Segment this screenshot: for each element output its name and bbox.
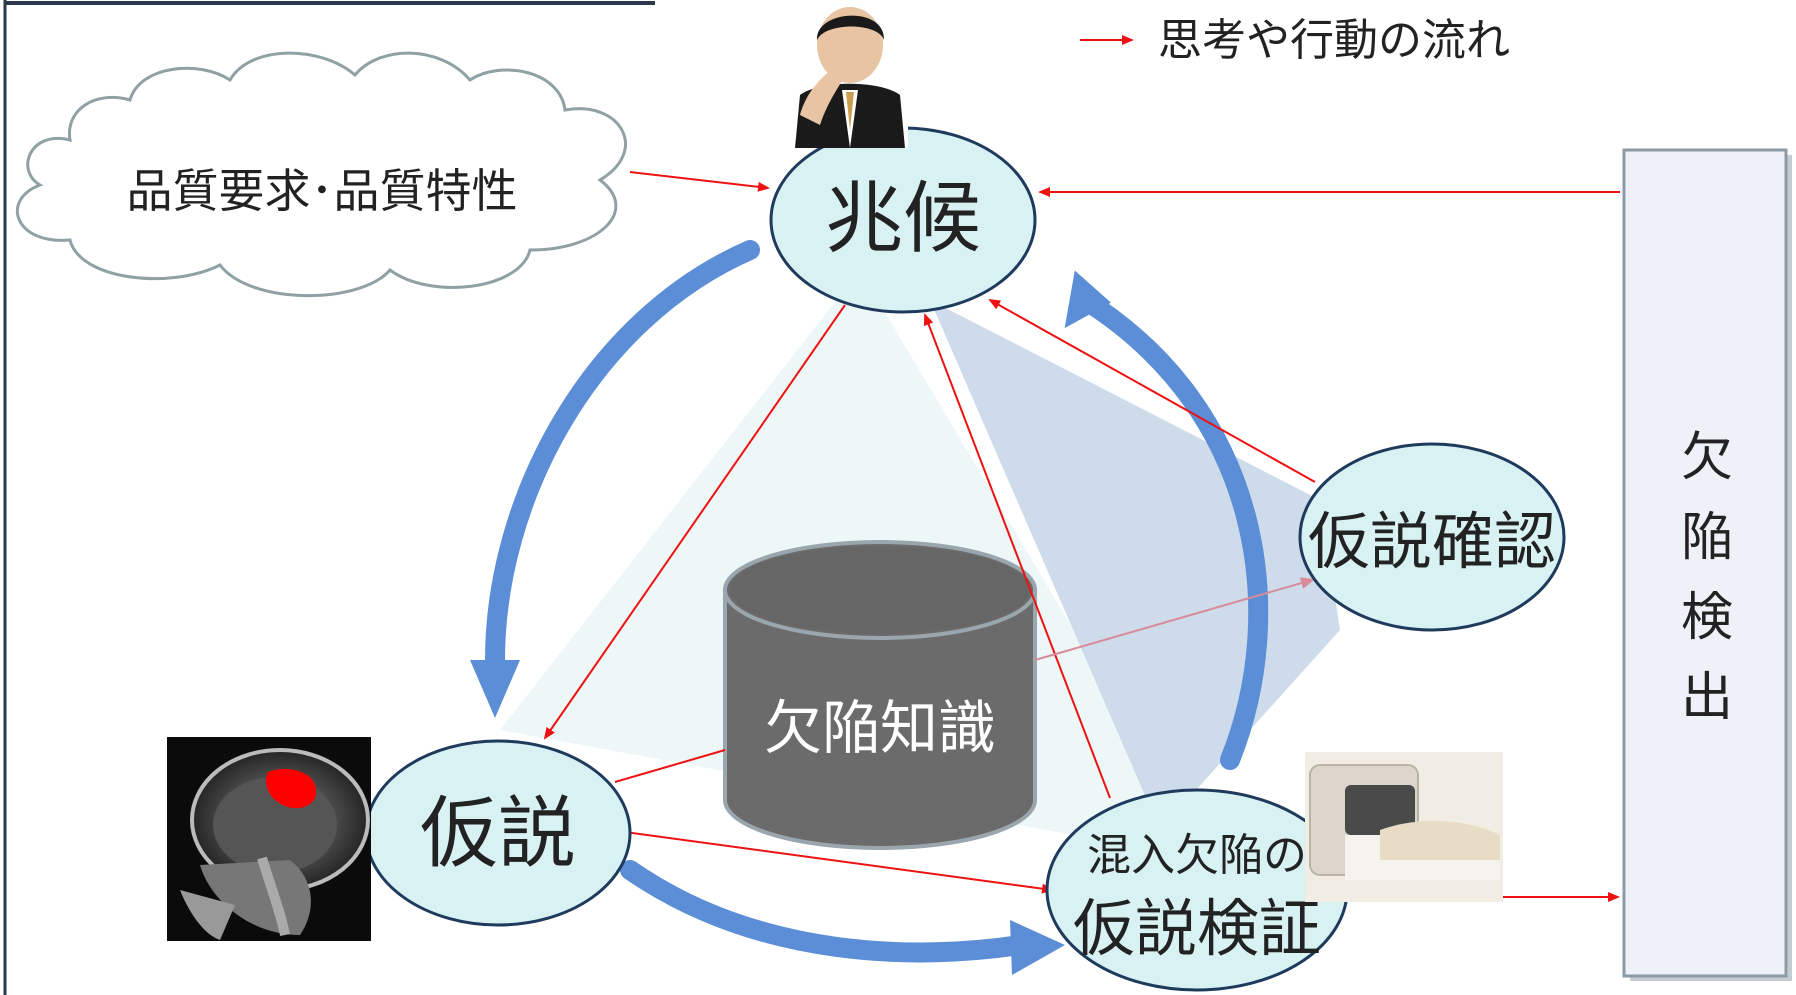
flow-quality-to-symptom [629, 171, 770, 192]
flow-arrows [543, 171, 1620, 902]
hypothesis-label: 仮説 [420, 789, 576, 879]
cycle-arrows [470, 240, 1269, 975]
cycle-arrow-verify-to-symptom [1075, 290, 1269, 770]
flow-knowledge-to-hypothesis [614, 749, 726, 783]
defect-detection-panel: 欠 陥 検 出 [1622, 148, 1792, 981]
symptom-label: 兆候 [825, 174, 981, 264]
quality-cloud: 品質要求･品質特性 [15, 51, 627, 298]
flow-hypothesis-verify-bidirectional [614, 825, 1054, 894]
flow-symptom-to-hypothesis [543, 304, 846, 740]
defect-knowledge-database: 欠陥知識 [723, 540, 1037, 850]
thinking-person-image [790, 0, 908, 148]
quality-label: 品質要求･品質特性 [127, 164, 518, 218]
flow-confirm-to-symptom [988, 299, 1316, 483]
mri-scanner-image [1305, 752, 1503, 902]
hypothesis-verify-node: 混入欠陥の 仮説検証 [1045, 788, 1349, 992]
detection-char-3: 検 [1681, 588, 1733, 648]
flow-verify-to-symptom [923, 313, 1111, 799]
verify-label-line2: 仮説検証 [1073, 892, 1321, 965]
detection-char-1: 欠 [1681, 428, 1733, 488]
hypothesis-confirm-node: 仮説確認 [1298, 442, 1566, 632]
flow-knowledge-to-confirm [1034, 577, 1315, 661]
symptom-node: 兆候 [769, 126, 1037, 314]
mri-brain-image [167, 737, 371, 941]
verify-label-line1: 混入欠陥の [1087, 830, 1307, 881]
hypothesis-node: 仮説 [364, 739, 632, 927]
detection-char-2: 陥 [1681, 508, 1733, 568]
legend-label: 思考や行動の流れ [1158, 15, 1510, 66]
knowledge-label: 欠陥知識 [764, 694, 996, 762]
cycle-arrow-hypothesis-to-verify [620, 860, 1030, 963]
legend: 思考や行動の流れ [1080, 15, 1510, 66]
cycle-arrow-symptom-to-hypothesis [485, 240, 760, 670]
detection-char-4: 出 [1681, 668, 1733, 728]
confirm-cone-area [930, 300, 1340, 830]
hypothesis-confirm-label: 仮説確認 [1308, 505, 1556, 578]
